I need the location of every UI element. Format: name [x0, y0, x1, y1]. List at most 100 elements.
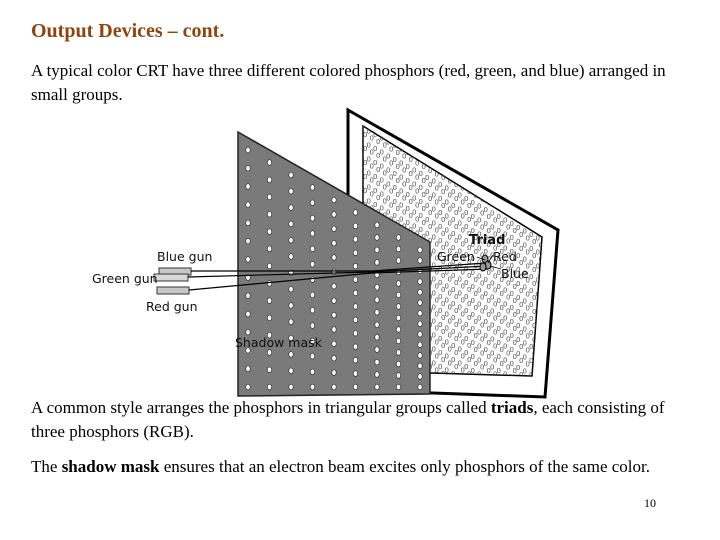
- mask-hole: [417, 299, 423, 306]
- phosphor-dot: 0: [513, 283, 517, 291]
- phosphor-dot: 0: [513, 269, 517, 277]
- phosphor-dot: 0: [464, 293, 468, 301]
- phosphor-dot: 0: [419, 226, 423, 234]
- phosphor-dot: 0: [464, 307, 468, 315]
- mask-hole: [288, 237, 294, 244]
- phosphor-dot: 0: [448, 220, 452, 228]
- phosphor-dot: 0: [526, 276, 530, 284]
- phosphor-dot: 0: [441, 272, 445, 280]
- phosphor-dot: 0: [399, 216, 403, 224]
- mask-hole: [374, 346, 380, 353]
- mask-hole: [417, 352, 423, 359]
- phosphor-dot: 0: [506, 308, 510, 316]
- shadow-mask-paragraph: The shadow mask ensures that an electron…: [31, 455, 671, 479]
- mask-hole: [331, 196, 337, 204]
- phosphor-dot: 0: [467, 286, 471, 294]
- phosphor-dot: 0: [493, 301, 497, 309]
- phosphor-dot: 0: [526, 304, 530, 312]
- phosphor-dot: 0: [487, 367, 491, 375]
- phosphor-dot: 0: [474, 206, 478, 214]
- phosphor-dot: 0: [529, 329, 533, 337]
- mask-hole: [310, 322, 316, 329]
- phosphor-dot: 0: [471, 339, 475, 347]
- mask-hole: [395, 291, 401, 299]
- phosphor-dot: 0: [432, 247, 436, 255]
- phosphor-dot: 0: [467, 188, 471, 196]
- phosphor-dot: 0: [510, 346, 514, 354]
- phosphor-dot: 0: [451, 342, 455, 350]
- phosphor-dot: 0: [471, 367, 475, 375]
- phosphor-dot: 0: [415, 188, 419, 196]
- phosphor-dot: 0: [506, 280, 510, 288]
- electron-beams: [187, 262, 489, 291]
- phosphor-dot: 0: [529, 245, 533, 253]
- phosphor-dot: 0: [467, 328, 471, 336]
- phosphor-dot: 0: [484, 248, 488, 256]
- phosphor-dot: 0: [422, 177, 426, 185]
- phosphor-dot: 0: [360, 138, 364, 146]
- phosphor-dot: 0: [500, 262, 504, 270]
- phosphor-dot: 0: [432, 289, 436, 297]
- phosphor-dot: 0: [526, 374, 530, 382]
- phosphor-dot: 0: [435, 198, 439, 206]
- phosphor-dot: 0: [425, 202, 429, 210]
- mask-hole: [267, 297, 273, 304]
- phosphor-dot: 0: [461, 367, 465, 375]
- phosphor-dot: 0: [399, 202, 403, 210]
- phosphor-dot: 0: [393, 142, 397, 150]
- phosphor-dot: 0: [432, 275, 436, 283]
- phosphor-dot: 0: [493, 287, 497, 295]
- phosphor-dot: 0: [539, 256, 543, 264]
- phosphor-dot: 0: [432, 233, 436, 241]
- phosphor-dot: 0: [367, 170, 371, 178]
- phosphor-dot: 0: [451, 244, 455, 252]
- phosphor-dot: 0: [406, 205, 410, 213]
- shadow-mask-label: Shadow mask: [235, 335, 323, 350]
- phosphor-dot: 0: [497, 339, 501, 347]
- phosphor-dot: 0: [409, 198, 413, 206]
- phosphor-dot: 0: [451, 202, 455, 210]
- phosphor-dot: 0: [438, 293, 442, 301]
- mask-hole: [374, 284, 380, 291]
- phosphor-dot: 0: [380, 191, 384, 199]
- phosphor-dot: 0: [389, 173, 393, 181]
- phosphor-dot: 0: [464, 363, 468, 371]
- phosphor-dot: 0: [363, 159, 367, 167]
- mask-hole: [267, 211, 273, 218]
- phosphor-dot: 0: [487, 283, 491, 291]
- phosphor-dot: 0: [503, 371, 507, 379]
- slide-title: Output Devices – cont.: [31, 20, 225, 42]
- phosphor-dot: 0: [484, 290, 488, 298]
- phosphor-dot: 0: [445, 241, 449, 249]
- mask-hole: [310, 215, 316, 222]
- phosphor-dot: 0: [432, 331, 436, 339]
- phosphor-dot: 0: [480, 209, 484, 217]
- phosphor-dot: 0: [477, 258, 481, 266]
- phosphor-dot: 0: [406, 219, 410, 227]
- phosphor-dot: 0: [445, 367, 449, 375]
- phosphor-dot: 0: [497, 353, 501, 361]
- phosphor-dot: 0: [474, 318, 478, 326]
- phosphor-dot: 0: [415, 230, 419, 238]
- phosphor-dot: 0: [487, 297, 491, 305]
- phosphor-dot: 0: [490, 224, 494, 232]
- phosphor-dot: 0: [441, 230, 445, 238]
- phosphor-dot: 0: [422, 219, 426, 227]
- phosphor-dot: 0: [422, 205, 426, 213]
- mask-hole: [374, 246, 380, 253]
- phosphor-dot: 0: [529, 357, 533, 365]
- phosphor-dot: 0: [510, 290, 514, 298]
- mask-hole: [395, 245, 401, 253]
- phosphor-dot: 0: [519, 357, 523, 365]
- phosphor-dot: 0: [406, 191, 410, 199]
- phosphor-dot: 0: [506, 252, 510, 260]
- electron-guns: [153, 267, 192, 295]
- red-phosphor-label: Red: [493, 249, 517, 264]
- phosphor-dot: 0: [409, 156, 413, 164]
- phosphor-dot: 0: [497, 227, 501, 235]
- phosphor-dot: 0: [458, 220, 462, 228]
- phosphor-dot: 0: [406, 177, 410, 185]
- phosphor-dot: 0: [445, 339, 449, 347]
- phosphor-dot: 0: [445, 185, 449, 193]
- mask-hole: [310, 307, 316, 314]
